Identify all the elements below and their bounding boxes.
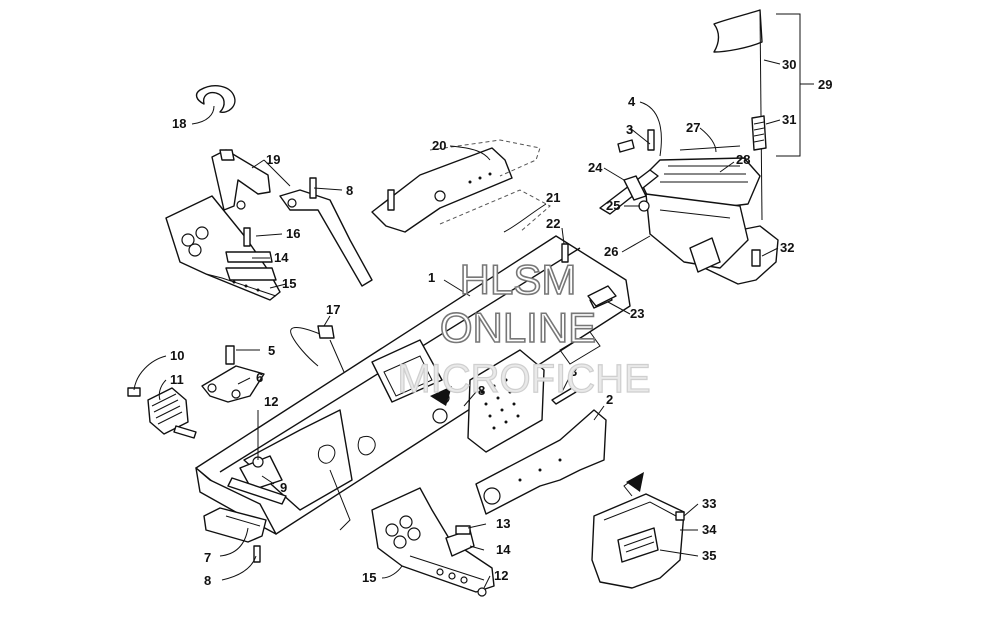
callout-13: 13 [496,516,510,531]
callout-9: 9 [280,480,287,495]
callout-8-lower: 8 [204,573,211,588]
indicator-arrow [623,472,644,497]
callout-5: 5 [268,343,275,358]
callout-2: 2 [606,392,613,407]
callout-7: 7 [204,550,211,565]
callout-25: 25 [606,198,620,213]
part-20-upper-rail [371,139,551,233]
callout-8-upper: 8 [346,183,353,198]
callout-30: 30 [782,57,796,72]
part-16-bolt [243,227,251,247]
part-24-rack-tube [599,169,659,215]
watermark-line-3: MICROFICHE [397,357,650,401]
part-4-rack-bolt [647,129,655,151]
callout-34: 34 [702,522,717,537]
callout-21: 21 [546,190,560,205]
part-25-nut [638,200,650,212]
callout-31: 31 [782,112,796,127]
callout-26: 26 [604,244,618,259]
callout-3-rack: 3 [626,122,633,137]
part-13-bolt [455,525,471,535]
callout-29: 29 [818,77,832,92]
callout-23: 23 [630,306,644,321]
part-35-decal [617,527,659,563]
callout-24: 24 [588,160,603,175]
part-7-lower-bracket [203,507,267,543]
part-19-bracket-arm [211,149,271,211]
callout-16: 16 [286,226,300,241]
part-31-flag-mount [751,115,767,151]
watermark: HLSM ONLINE MICROFICHE [397,255,652,401]
callout-4: 4 [628,94,636,109]
part-2-side-rail [475,409,607,515]
callout-19: 19 [266,152,280,167]
callout-17: 17 [326,302,340,317]
leader-lines [133,13,814,589]
callout-labels: 1 2 3 3 4 5 6 7 8 8 8 9 10 11 12 12 13 1… [170,57,832,588]
callout-35: 35 [702,548,716,563]
callout-3-frame: 3 [570,364,577,379]
part-12-nut-lower [477,587,487,597]
part-27-rack-rod [679,145,741,151]
part-18-clamp-ring [195,85,236,113]
watermark-line-2: ONLINE [440,304,596,351]
watermark-line-1: HLSM [460,256,577,303]
callout-27: 27 [686,120,700,135]
part-22-bolt [561,243,569,263]
callout-14-lower: 14 [496,542,511,557]
part-10-bolt [127,387,141,397]
callout-1: 1 [428,270,435,285]
part-11-block [147,387,197,439]
callout-6: 6 [256,370,263,385]
callout-12-upper: 12 [264,394,278,409]
part-1-main-frame [195,235,631,535]
part-23-pad [587,285,617,307]
part-5-bolt [225,345,235,365]
part-15-skid-plate-left [165,195,281,301]
part-32-bolt [751,249,761,267]
callout-32: 32 [780,240,794,255]
callout-28: 28 [736,152,750,167]
callout-22: 22 [546,216,560,231]
callout-14-upper: 14 [274,250,289,265]
callout-15-upper: 15 [282,276,296,291]
part-8-upper-rod [279,177,373,287]
part-17-cable [290,325,345,373]
callout-20: 20 [432,138,446,153]
indicator-arrow-frame [430,386,452,406]
part-26-rack-panel [645,193,749,273]
callout-18: 18 [172,116,186,131]
part-15-skid-plate-lower [371,487,495,593]
callout-8-frame: 8 [478,383,485,398]
part-6-bracket [201,365,265,403]
callout-11: 11 [170,372,184,387]
callout-33: 33 [702,496,716,511]
part-3-bolt-lower [551,387,577,405]
callout-10: 10 [170,348,184,363]
part-14-bracket-left [225,251,277,281]
part-30-flag [713,9,763,221]
callout-15-lower: 15 [362,570,376,585]
part-33-bolt [675,511,685,521]
callout-12-lower: 12 [494,568,508,583]
part-3-rack-bolt [617,139,635,153]
